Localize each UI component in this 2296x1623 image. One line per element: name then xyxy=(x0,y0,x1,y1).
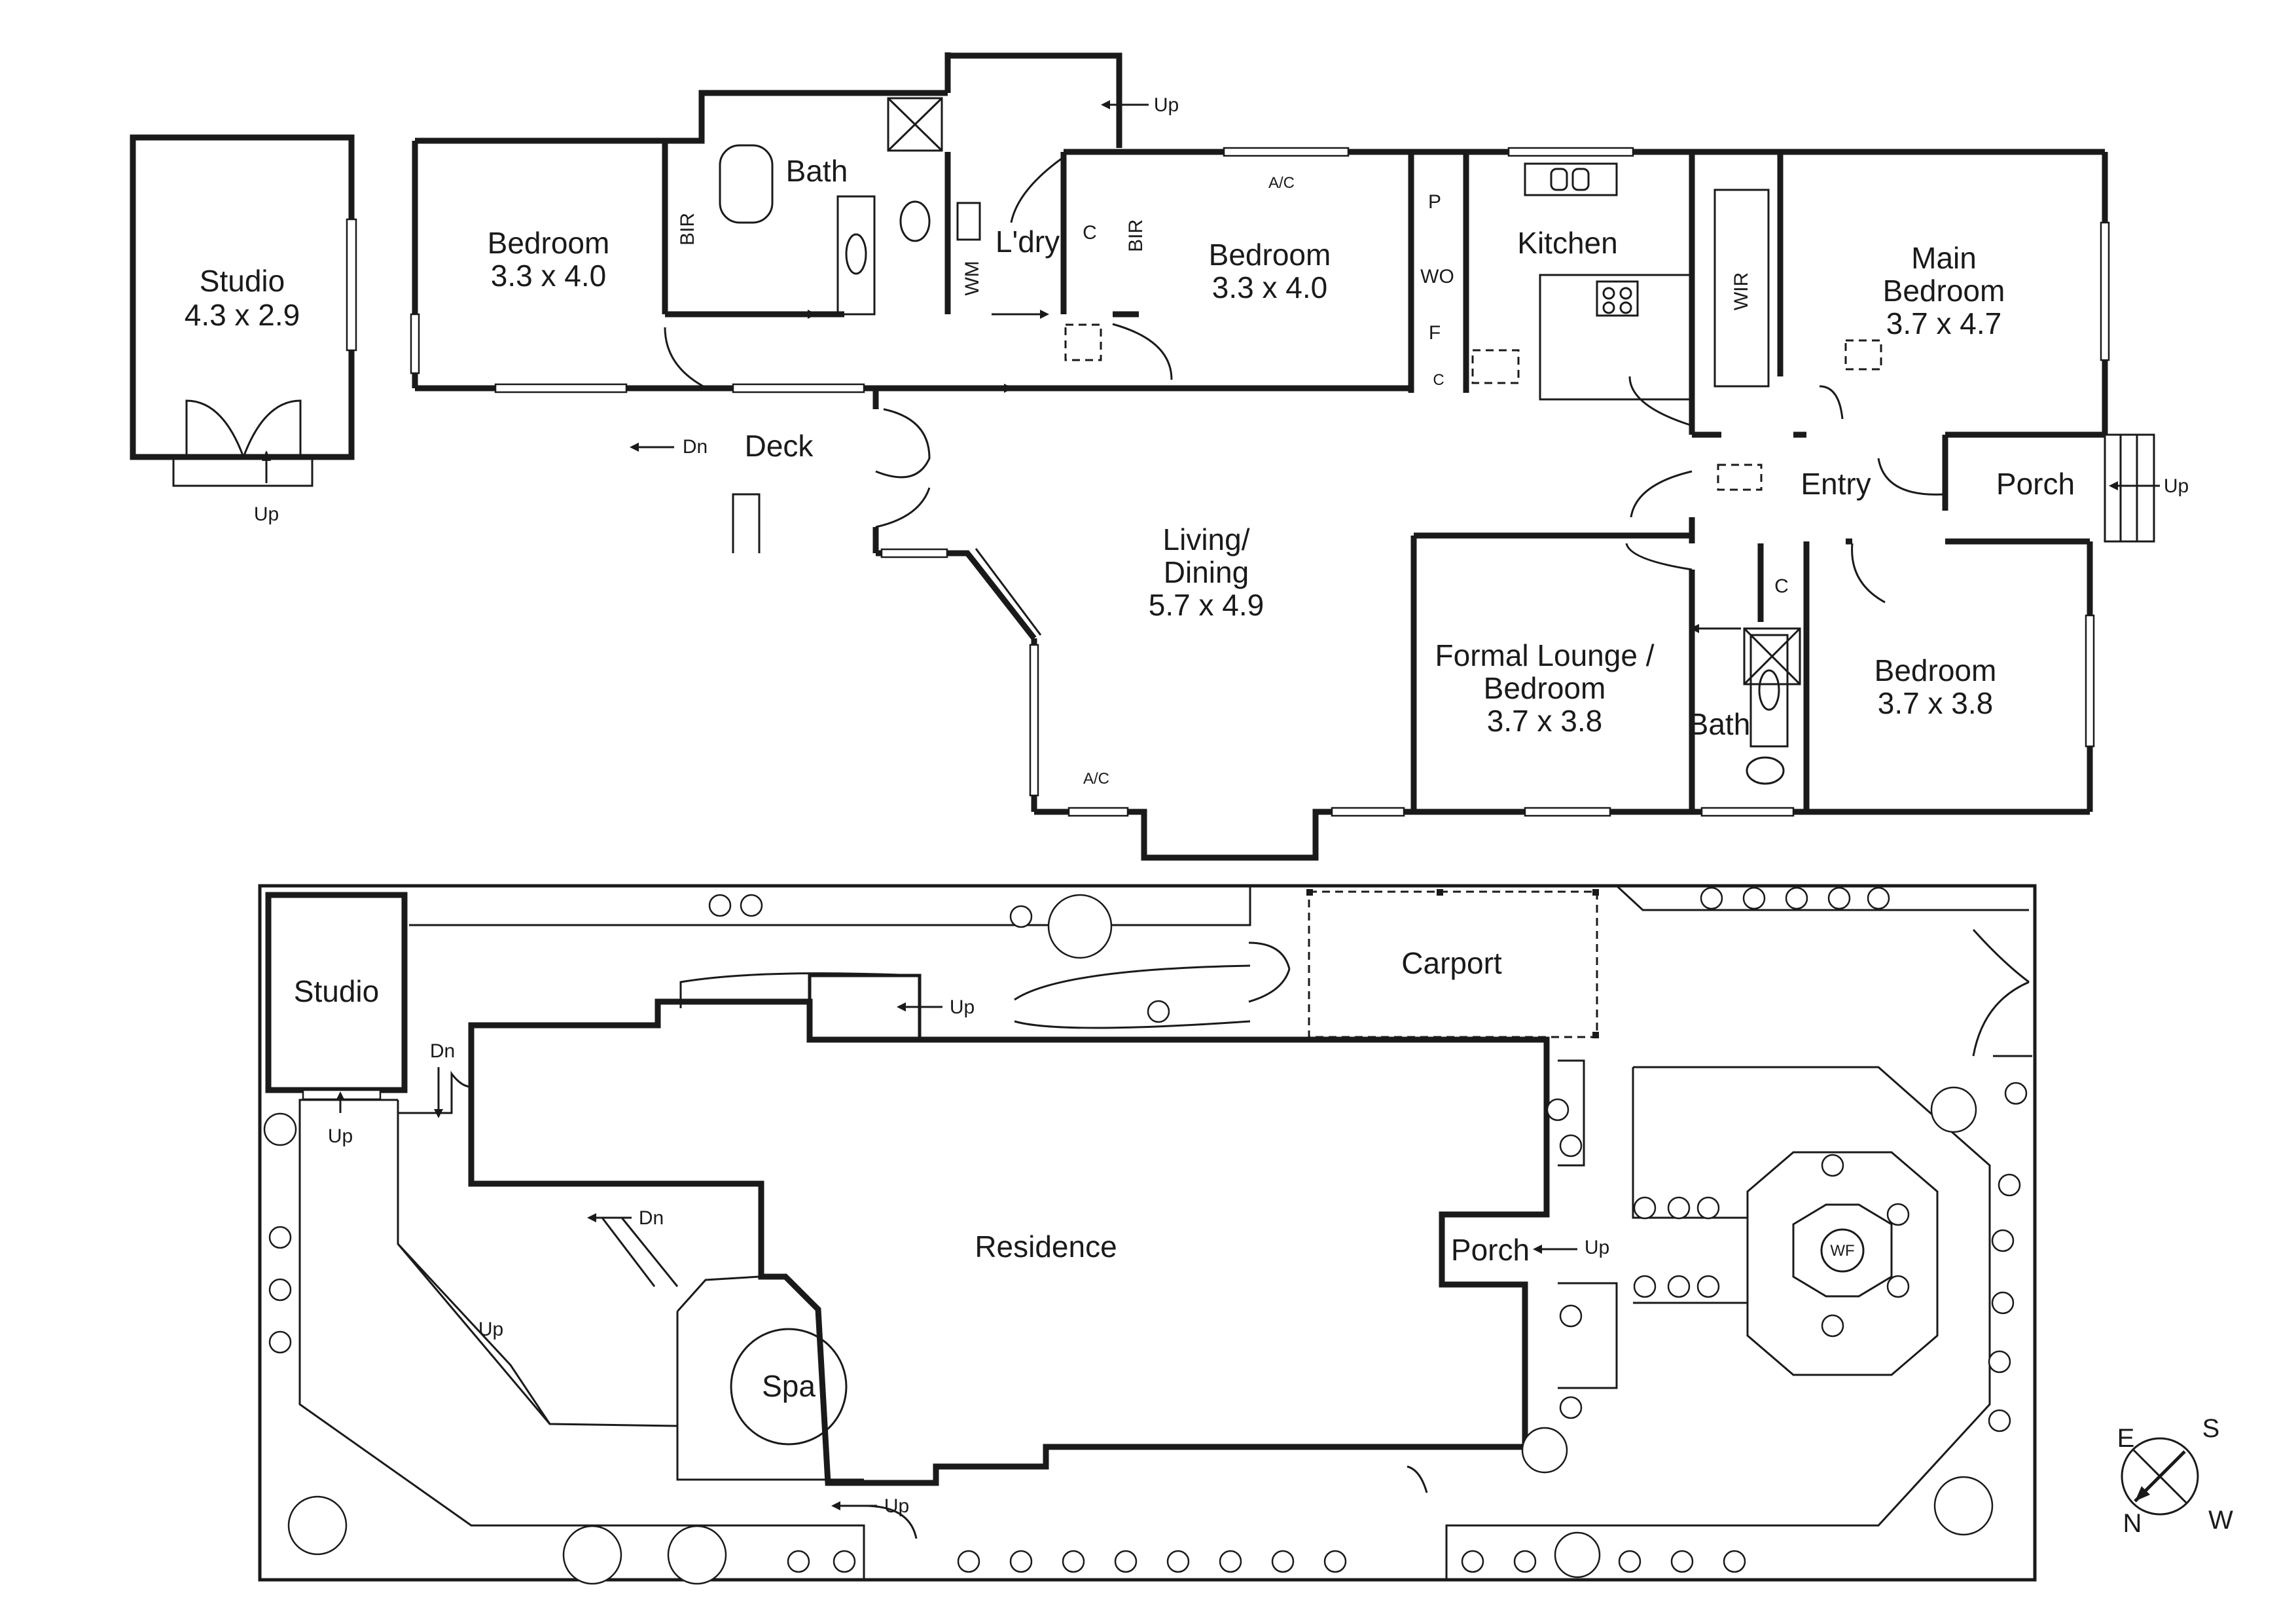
compass-rose xyxy=(2121,1437,2199,1516)
porch-up-label: Up xyxy=(2164,475,2189,497)
bir-mid-label: BIR xyxy=(1125,219,1147,252)
bedroom-west-size: 3.3 x 4.0 xyxy=(491,259,606,293)
studio-size: 4.3 x 2.9 xyxy=(185,298,300,332)
site-paths xyxy=(298,964,1991,1580)
house-windows xyxy=(410,147,2110,817)
site-boundary xyxy=(258,884,2037,1582)
cupboard-laundry-label: C xyxy=(1083,222,1097,244)
pantry-label: P xyxy=(1428,191,1441,213)
site-arrows xyxy=(336,1002,1577,1510)
entry-label: Entry xyxy=(1801,467,1871,501)
laundry-label: L'dry xyxy=(996,225,1060,259)
formal-lounge-label-2: Bedroom xyxy=(1484,671,1606,705)
formal-lounge-label-1: Formal Lounge / xyxy=(1435,638,1655,672)
site-porch-up-label: Up xyxy=(1585,1237,1609,1258)
deck-label: Deck xyxy=(745,429,814,463)
site-porch-label: Porch xyxy=(1451,1233,1530,1267)
house-fixtures xyxy=(719,97,1882,785)
site-studio-up-label: Up xyxy=(328,1125,353,1147)
site-spa-area xyxy=(601,1217,864,1481)
studio-up-label: Up xyxy=(254,503,279,525)
bedroom-south-label: Bedroom xyxy=(1874,653,1997,687)
main-bedroom-label-1: Main xyxy=(1911,241,1977,275)
formal-lounge-size: 3.7 x 3.8 xyxy=(1487,704,1602,738)
compass-w-label: W xyxy=(2208,1506,2233,1535)
floor-arrows xyxy=(630,100,2160,633)
residence-label: Residence xyxy=(975,1230,1117,1264)
main-bedroom-label-2: Bedroom xyxy=(1883,274,2005,308)
ac-south-label: A/C xyxy=(1083,770,1109,788)
site-studio-dn-label: Dn xyxy=(430,1040,455,1062)
spa-label: Spa xyxy=(762,1369,816,1403)
porch-steps xyxy=(2104,433,2155,543)
main-bedroom-size: 3.7 x 4.7 xyxy=(1886,306,2001,340)
house-doors xyxy=(664,156,1946,604)
site-studio xyxy=(265,892,408,1101)
site-south-up-label: Up xyxy=(884,1495,909,1517)
kitchen-label: Kitchen xyxy=(1517,226,1617,260)
wall-oven-label: WO xyxy=(1420,266,1454,287)
wm-label: WM xyxy=(961,261,983,295)
carport-label: Carport xyxy=(1401,946,1502,980)
site-trees xyxy=(263,886,2028,1585)
site-west-up-label: Up xyxy=(478,1319,503,1340)
bedroom-mid-size: 3.3 x 4.0 xyxy=(1212,270,1327,304)
compass-n-label: N xyxy=(2123,1509,2142,1538)
site-studio-label: Studio xyxy=(294,974,379,1008)
wir-label: WIR xyxy=(1731,272,1752,310)
living-label-1: Living/ xyxy=(1163,522,1250,556)
site-spa-dn-label: Dn xyxy=(639,1207,664,1229)
water-feature-label: WF xyxy=(1830,1242,1854,1260)
house-walls xyxy=(412,52,2108,861)
compass-e-label: E xyxy=(2117,1424,2135,1453)
ac-north-label: A/C xyxy=(1268,174,1295,192)
cupboard-bath-label: C xyxy=(1774,575,1789,597)
site-north-up-label: Up xyxy=(950,996,975,1018)
porch-label: Porch xyxy=(1996,467,2075,501)
fridge-label: F xyxy=(1429,322,1441,344)
site-carport xyxy=(1248,889,2030,1057)
cupboard-kitchen-label: C xyxy=(1433,371,1444,389)
living-size: 5.7 x 4.9 xyxy=(1149,588,1264,622)
studio-label: Studio xyxy=(200,264,285,298)
compass-s-label: S xyxy=(2202,1414,2220,1443)
studio-building xyxy=(130,134,357,487)
bedroom-west-label: Bedroom xyxy=(488,226,610,260)
bedroom-mid-label: Bedroom xyxy=(1209,238,1331,272)
bath-south-label: Bath xyxy=(1689,707,1751,741)
bir-west-label: BIR xyxy=(677,213,698,246)
deck-dn-label: Dn xyxy=(683,436,708,458)
bath-main-label: Bath xyxy=(786,154,848,188)
living-label-2: Dining xyxy=(1164,555,1249,589)
bedroom-south-size: 3.7 x 3.8 xyxy=(1878,686,1993,720)
laundry-up-label: Up xyxy=(1154,94,1179,116)
